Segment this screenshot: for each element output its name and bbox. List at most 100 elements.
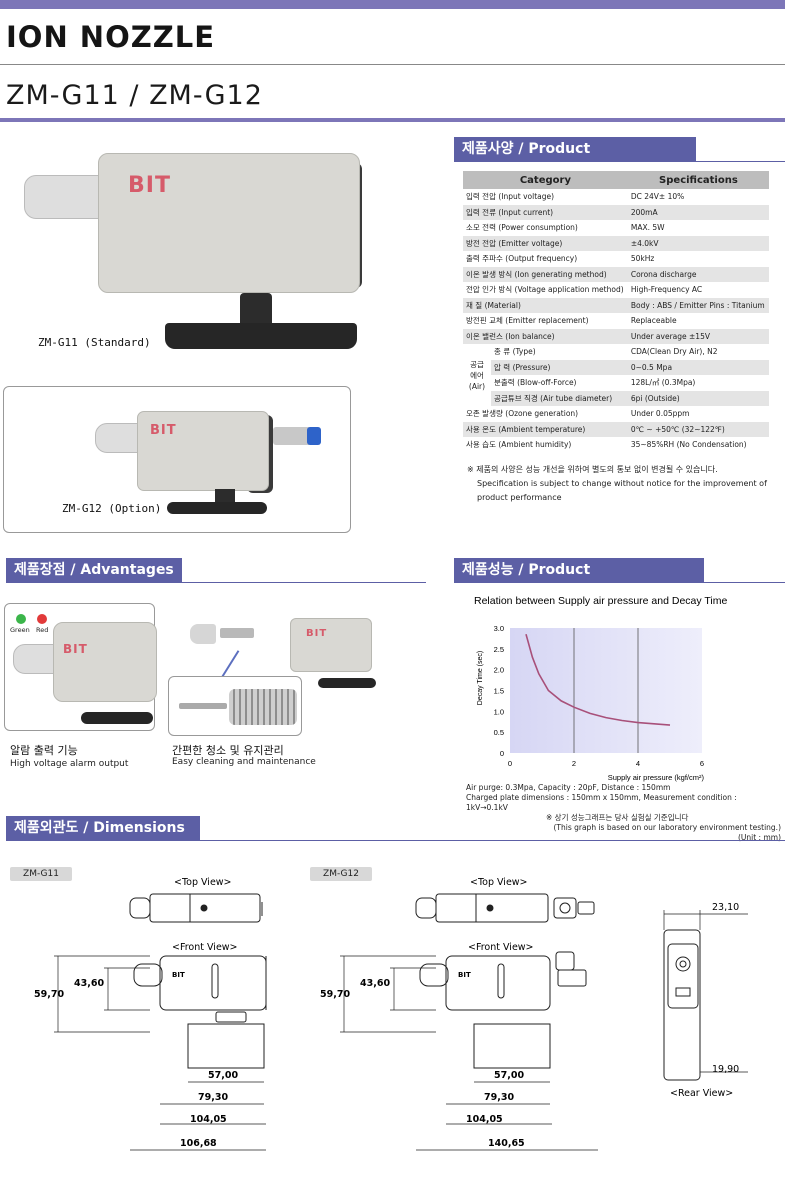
status-led-red [37, 614, 47, 624]
performance-note-3: ※ 상기 성능그래프는 당사 실험실 기준입니다 [546, 813, 689, 822]
spec-category: 공급튜브 직경 (Air tube diameter) [491, 390, 628, 407]
g11-dim-width-1: 57,00 [208, 1070, 238, 1081]
advantage-2-title: 간편한 청소 및 유지관리 [172, 744, 284, 757]
spec-category: 재 질 (Material) [463, 297, 628, 314]
label-red: Red [36, 626, 49, 634]
y-tick-labels: 00.51.01.52.02.53.0 [494, 624, 504, 758]
section-heading-specs: 제품사양 / Product Specifications [454, 137, 696, 182]
g12-dim-width-2: 79,30 [484, 1092, 514, 1103]
section-underline [6, 840, 785, 841]
series-line [525, 633, 671, 726]
dim-tag-g11: ZM-G11 [10, 867, 72, 881]
g11-dim-width-3: 104,05 [190, 1114, 227, 1125]
spec-value: 128L/㎡ (0.3Mpa) [627, 375, 769, 391]
spec-category: 이온 밸런스 (Ion balance) [463, 328, 628, 345]
y-tick-label: 1.5 [494, 687, 504, 696]
performance-notes: Air purge: 0.3Mpa, Capacity : 20pF, Dist… [466, 783, 781, 843]
spec-category: 사용 온도 (Ambient temperature) [463, 421, 628, 438]
x-axis-label: Supply air pressure (kgf/cm²) [608, 773, 705, 782]
spec-row: 전압 인가 방식 (Voltage application method)Hig… [463, 282, 769, 298]
g12-top-view [415, 893, 595, 923]
x-tick-label: 6 [700, 759, 704, 768]
spec-value: 0℃ ~ +50℃ (32~122℉) [627, 421, 769, 438]
zoom-box [168, 676, 302, 736]
spec-note-en-2: product performance [477, 493, 562, 502]
top-accent-bar [0, 0, 785, 9]
spec-value: DC 24V± 10% [627, 189, 769, 205]
g12-dim-lines [340, 955, 598, 1151]
spec-value: Under 0.05ppm [627, 406, 769, 422]
spec-value: Body : ABS / Emitter Pins : Titanium [627, 297, 769, 314]
dimension-drawings: <Top View> <Front View> BIT 59,70 43,60 … [34, 877, 748, 1151]
section-underline [454, 161, 785, 162]
y-tick-label: 2.5 [494, 645, 504, 654]
g11-front-logo: BIT [172, 971, 185, 979]
spec-row-air: 압 력 (Pressure)0~0.5 Mpa [463, 359, 769, 376]
spec-category: 방전핀 교체 (Emitter replacement) [463, 313, 628, 329]
divider-accent [0, 118, 785, 122]
g12-top-view-label: <Top View> [470, 877, 528, 888]
advantage-2-desc: Easy cleaning and maintenance [172, 757, 316, 767]
performance-chart: Relation between Supply air pressure and… [474, 595, 727, 782]
spec-category: 분출력 (Blow-off-Force) [491, 375, 628, 391]
air-group-label-line: 공급 [470, 359, 484, 369]
device-base [81, 712, 153, 724]
emitter-thread-zoom [229, 689, 297, 725]
spec-table-body: 입력 전압 (Input voltage)DC 24V± 10%입력 전류 (I… [463, 189, 769, 453]
spec-value: Corona discharge [627, 266, 769, 283]
air-group-label-line: 에어 [470, 370, 484, 380]
plot-area [510, 628, 702, 753]
spec-value: 50kHz [627, 251, 769, 267]
y-tick-label: 0 [500, 749, 504, 758]
spec-value: High-Frequency AC [627, 282, 769, 298]
brand-logo: BIT [150, 423, 177, 438]
caption-g12: ZM-G12 (Option) [62, 502, 162, 515]
label-green: Green [10, 626, 30, 634]
brand-logo: BIT [306, 628, 328, 639]
spec-row-air: 공급튜브 직경 (Air tube diameter)6pi (Outside) [463, 390, 769, 407]
spec-value: Replaceable [627, 313, 769, 329]
product-image-g12: BIT [95, 405, 325, 517]
performance-note-4: (This graph is based on our laboratory e… [553, 823, 781, 832]
spec-category: 종 류 (Type) [491, 344, 628, 360]
g11-dim-height-1: 59,70 [34, 989, 64, 1000]
divider [0, 64, 785, 65]
spec-row: 이온 발생 방식 (Ion generating method)Corona d… [463, 266, 769, 283]
g11-top-view [129, 893, 263, 923]
spec-table: Category Specifications 입력 전압 (Input vol… [463, 171, 769, 453]
spec-row: 사용 온도 (Ambient temperature)0℃ ~ +50℃ (32… [463, 421, 769, 438]
spec-category: 전압 인가 방식 (Voltage application method) [463, 282, 628, 298]
section-heading-dimensions: 제품외관도 / Dimensions [6, 816, 200, 841]
g12-dim-width-4: 140,65 [488, 1138, 525, 1149]
spec-row-air: 분출력 (Blow-off-Force)128L/㎡ (0.3Mpa) [463, 375, 769, 391]
col-header-specifications: Specifications [627, 171, 769, 189]
nozzle-tip [95, 423, 145, 453]
g11-front-view-label: <Front View> [172, 942, 238, 953]
spec-note-en-1: Specification is subject to change witho… [477, 479, 767, 488]
spec-row: 입력 전류 (Input current)200mA [463, 204, 769, 221]
col-header-category: Category [463, 171, 628, 189]
spec-category: 소모 전력 (Power consumption) [463, 220, 628, 236]
g12-front-view-label: <Front View> [468, 942, 534, 953]
advantage-1-title: 알람 출력 기능 [10, 744, 78, 757]
maintenance-image: BIT [166, 610, 386, 740]
status-led-green [16, 614, 26, 624]
device-body [290, 618, 372, 672]
x-tick-label: 4 [636, 759, 640, 768]
rear-dim-lines [663, 910, 748, 1073]
performance-note-5: (Unit : mm) [737, 833, 781, 842]
spec-value: CDA(Clean Dry Air), N2 [627, 344, 769, 360]
chart-grid [573, 628, 639, 753]
g11-front-view [133, 955, 267, 1069]
y-tick-label: 3.0 [494, 624, 504, 633]
spec-row: 오존 발생량 (Ozone generation)Under 0.05ppm [463, 406, 769, 422]
rear-dim-1: 23,10 [712, 902, 739, 913]
g12-dim-height-1: 59,70 [320, 989, 350, 1000]
spec-category: 오존 발생량 (Ozone generation) [463, 406, 628, 422]
brand-logo: BIT [128, 173, 171, 198]
rear-view [663, 929, 701, 1081]
rear-dim-2: 19,90 [712, 1064, 739, 1075]
rear-view-label: <Rear View> [670, 1088, 733, 1099]
device-body [53, 622, 157, 702]
spec-category: 방전 전압 (Emitter voltage) [463, 235, 628, 252]
